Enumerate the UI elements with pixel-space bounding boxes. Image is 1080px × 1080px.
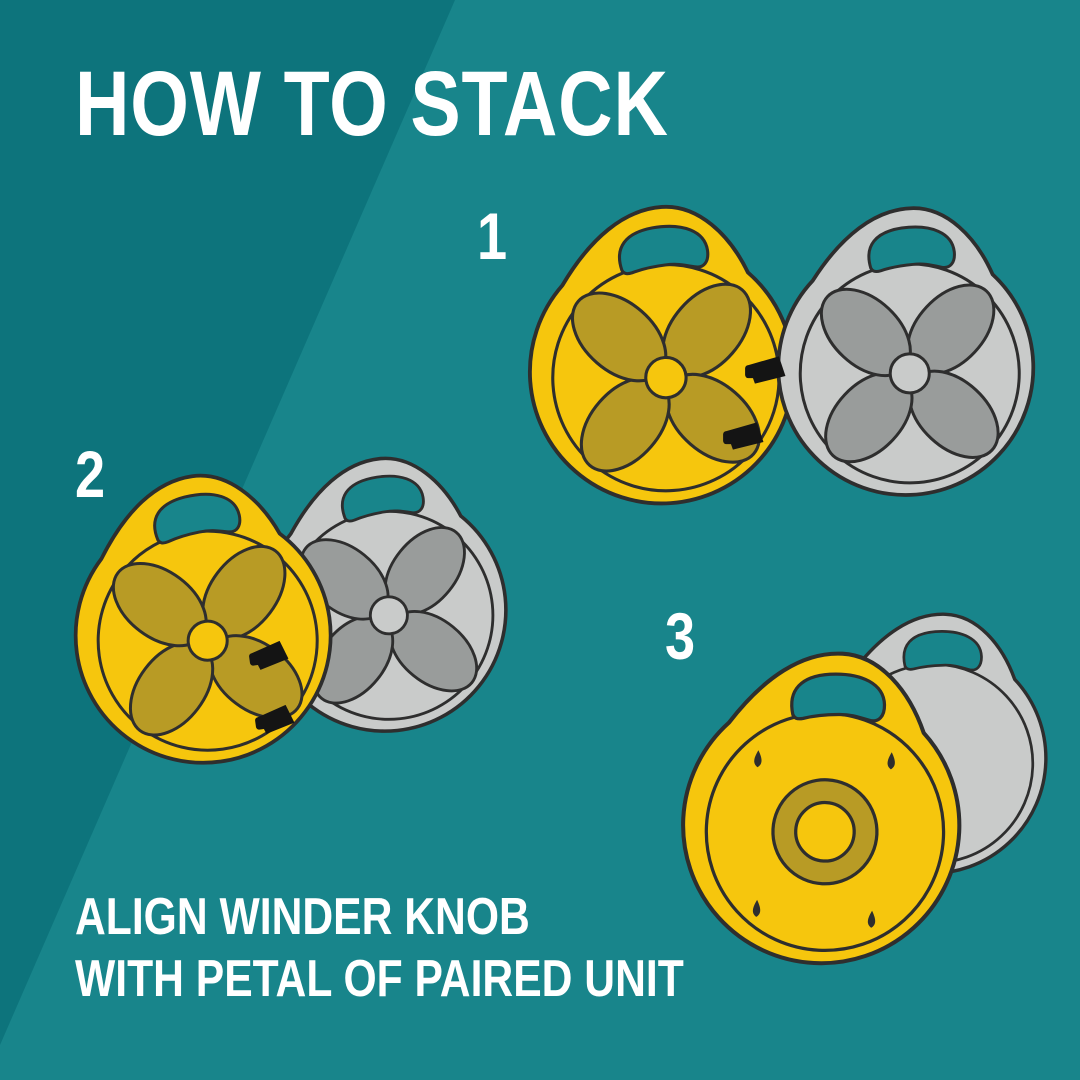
winder-knob-icon: [744, 352, 792, 387]
step-2-number: 2: [75, 437, 106, 511]
caption-line-2: WITH PETAL OF PAIRED UNIT: [75, 950, 684, 1009]
winder-knob-icon: [252, 699, 302, 739]
step-1-number: 1: [477, 199, 508, 273]
page-title: HOW TO STACK: [75, 53, 669, 155]
yellow-reel-stacked-icon: [651, 614, 994, 988]
yellow-reel-icon: [28, 429, 371, 798]
winder-knob-icon: [722, 418, 770, 453]
caption-line-1: ALIGN WINDER KNOB: [75, 888, 530, 946]
step-3-number: 3: [665, 599, 696, 673]
caption: ALIGN WINDER KNOB WITH PETAL OF PAIRED U…: [75, 886, 684, 1011]
winder-knob-icon: [246, 635, 296, 675]
gray-reel-icon: [749, 175, 1060, 515]
